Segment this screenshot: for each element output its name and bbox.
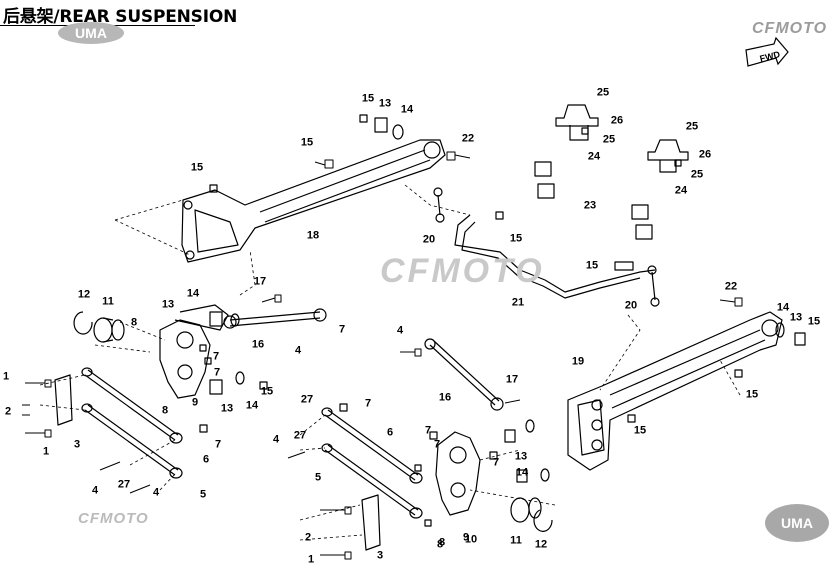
cfmoto-logo-bottom: CFMOTO xyxy=(78,510,149,527)
part-callout: 4 xyxy=(396,324,404,337)
part-callout: 24 xyxy=(674,184,688,197)
part-callout: 20 xyxy=(624,299,638,312)
part-callout: 12 xyxy=(77,288,91,301)
part-callout: 11 xyxy=(102,295,114,308)
part-callout: 6 xyxy=(386,426,394,439)
left-trailing-arm xyxy=(181,139,446,263)
part-callout: 26 xyxy=(610,114,624,127)
right-trailing-arm xyxy=(567,311,783,471)
part-callout: 15 xyxy=(585,259,599,272)
part-callout: 25 xyxy=(690,168,704,181)
part-callout: 8 xyxy=(161,404,169,417)
part-callout: 7 xyxy=(213,366,221,379)
part-callout: 19 xyxy=(571,355,585,368)
part-callout: 11 xyxy=(510,534,522,547)
part-callout: 4 xyxy=(91,484,99,497)
part-callout: 25 xyxy=(602,133,616,146)
cfmoto-logo-top: CFMOTO xyxy=(752,20,828,37)
part-callout: 7 xyxy=(364,397,372,410)
part-callout: 24 xyxy=(587,150,601,163)
left-control-arms xyxy=(54,367,183,479)
part-callout: 15 xyxy=(361,92,375,105)
part-callout: 26 xyxy=(698,148,712,161)
part-callout: 1 xyxy=(42,445,50,458)
nuts-and-washers xyxy=(199,114,806,527)
part-callout: 27 xyxy=(117,478,131,491)
part-callout: 22 xyxy=(461,132,475,145)
part-callout: 15 xyxy=(745,388,759,401)
forward-arrow xyxy=(745,36,789,67)
part-callout: 15 xyxy=(633,424,647,437)
part-callout: 21 xyxy=(511,296,525,309)
stabilizer-bushings xyxy=(534,161,653,240)
part-callout: 7 xyxy=(338,323,346,336)
part-callout: 14 xyxy=(186,287,200,300)
toe-links xyxy=(223,308,504,411)
part-callout: 7 xyxy=(214,438,222,451)
part-callout: 14 xyxy=(776,301,790,314)
part-callout: 7 xyxy=(433,438,441,451)
part-callout: 16 xyxy=(251,338,265,351)
part-callout: 15 xyxy=(807,315,821,328)
part-callout: 14 xyxy=(515,466,529,479)
part-callout: 15 xyxy=(509,232,523,245)
part-callout: 27 xyxy=(300,393,314,406)
part-callout: 1 xyxy=(2,370,10,383)
part-callout: 13 xyxy=(789,311,803,324)
part-callout: 6 xyxy=(202,453,210,466)
part-callout: 2 xyxy=(4,405,12,418)
part-callout: 7 xyxy=(492,456,500,469)
part-callout: 14 xyxy=(245,399,259,412)
part-callout: 7 xyxy=(212,350,220,363)
part-callout: 27 xyxy=(293,429,307,442)
part-callout: 4 xyxy=(152,486,160,499)
part-callout: 18 xyxy=(306,229,320,242)
part-callout: 13 xyxy=(378,97,392,110)
part-callout: 15 xyxy=(260,385,274,398)
left-knuckle xyxy=(159,304,229,399)
part-callout: 1 xyxy=(307,553,315,566)
part-callout: 23 xyxy=(583,199,597,212)
part-callout: 13 xyxy=(220,402,234,415)
uma-badge-bottom: UMA xyxy=(765,504,829,542)
part-callout: 9 xyxy=(462,531,470,544)
part-callout: 4 xyxy=(294,344,302,357)
part-callout: 20 xyxy=(422,233,436,246)
uma-badge-top: UMA xyxy=(58,22,124,44)
part-callout: 10 xyxy=(464,533,478,546)
part-callout: 8 xyxy=(438,536,446,549)
part-callout: 13 xyxy=(514,450,528,463)
stabilizer-bar xyxy=(433,187,660,307)
part-callout: 9 xyxy=(191,396,199,409)
cfmoto-watermark-center: CFMOTO xyxy=(380,252,545,290)
part-callout: 25 xyxy=(596,86,610,99)
right-knuckle xyxy=(435,431,481,516)
part-callout: 3 xyxy=(376,549,384,562)
part-callout: 4 xyxy=(272,433,280,446)
part-callout: 15 xyxy=(300,136,314,149)
part-callout: 3 xyxy=(73,438,81,451)
part-callout: 25 xyxy=(685,120,699,133)
part-callout: 8 xyxy=(436,538,444,551)
part-callout: 5 xyxy=(314,471,322,484)
page-title: 后悬架/REAR SUSPENSION xyxy=(3,7,238,27)
part-callout: 14 xyxy=(400,103,414,116)
part-callout: 17 xyxy=(505,373,519,386)
part-callout: 17 xyxy=(253,275,267,288)
part-callout: 8 xyxy=(130,316,138,329)
part-callout: 16 xyxy=(438,391,452,404)
part-callout: 5 xyxy=(199,488,207,501)
part-callout: 12 xyxy=(534,538,548,551)
part-callout: 22 xyxy=(724,280,738,293)
part-callout: 13 xyxy=(161,298,175,311)
right-control-arms xyxy=(321,407,423,551)
part-callout: 7 xyxy=(424,424,432,437)
part-callout: 2 xyxy=(304,531,312,544)
part-callout: 15 xyxy=(190,161,204,174)
